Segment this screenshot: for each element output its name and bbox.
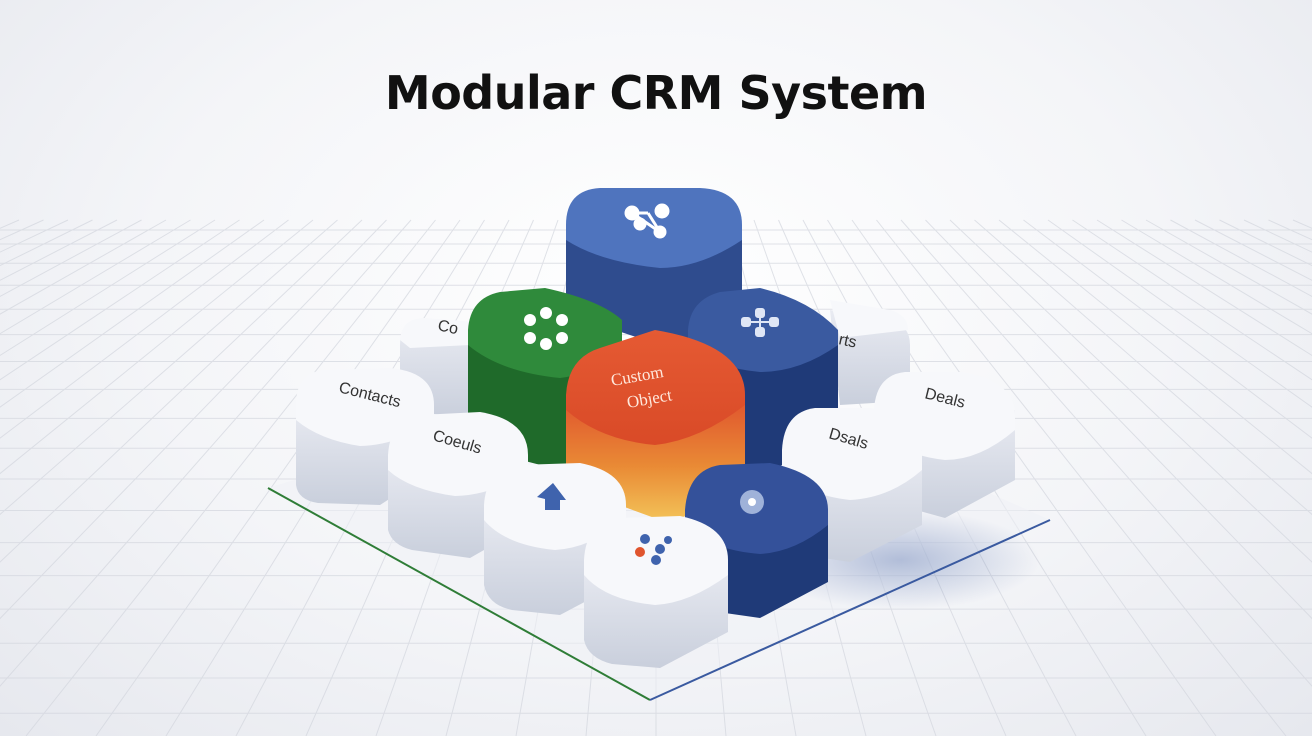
grid-line xyxy=(25,219,436,736)
grid-line xyxy=(0,219,289,439)
grid-line xyxy=(1170,219,1312,297)
reports-back-label: rts xyxy=(837,331,858,351)
circle-dot-icon xyxy=(740,490,764,514)
grid-line xyxy=(1194,219,1312,281)
network-nodes-icon xyxy=(624,203,670,239)
contacts-back-label: Co xyxy=(436,317,460,338)
grid-line xyxy=(1292,219,1312,229)
grid-line xyxy=(0,219,338,516)
grid-line xyxy=(1243,219,1312,253)
grid-line xyxy=(0,219,69,253)
grid-line xyxy=(0,219,93,267)
hub-block[interactable] xyxy=(584,516,728,668)
hub-dots-icon xyxy=(635,534,672,565)
grid-line xyxy=(0,219,412,687)
page-title: Modular CRM System xyxy=(384,66,928,120)
grid-line xyxy=(1121,219,1312,335)
grid-line xyxy=(95,219,461,736)
grid-line xyxy=(0,219,167,315)
grid-line xyxy=(0,219,363,563)
cycle-dots-icon xyxy=(524,307,568,350)
grid-line xyxy=(0,219,314,475)
grid-line xyxy=(949,219,1312,563)
grid-line xyxy=(1047,219,1312,408)
grid-line xyxy=(851,219,1217,736)
grid-line xyxy=(0,219,240,381)
grid-line xyxy=(1023,219,1312,439)
grid-line xyxy=(0,219,118,281)
grid-line xyxy=(0,219,142,297)
grid-line xyxy=(1145,219,1312,315)
grid-line xyxy=(0,219,387,620)
grid-line xyxy=(998,219,1312,475)
grid-line xyxy=(0,219,216,357)
grid-line xyxy=(1219,219,1312,267)
grid-line xyxy=(900,219,1312,687)
grid-line xyxy=(0,219,191,335)
connector-dots-icon xyxy=(741,308,779,337)
grid-line xyxy=(925,219,1312,620)
grid-line xyxy=(876,219,1287,736)
arrow-up-icon xyxy=(537,483,566,510)
grid-line xyxy=(0,219,265,408)
grid-line xyxy=(0,219,20,229)
grid-line xyxy=(1072,219,1312,381)
grid-line xyxy=(1268,219,1312,241)
grid-line xyxy=(0,219,44,241)
grid-line xyxy=(974,219,1312,516)
grid-line xyxy=(1096,219,1312,357)
